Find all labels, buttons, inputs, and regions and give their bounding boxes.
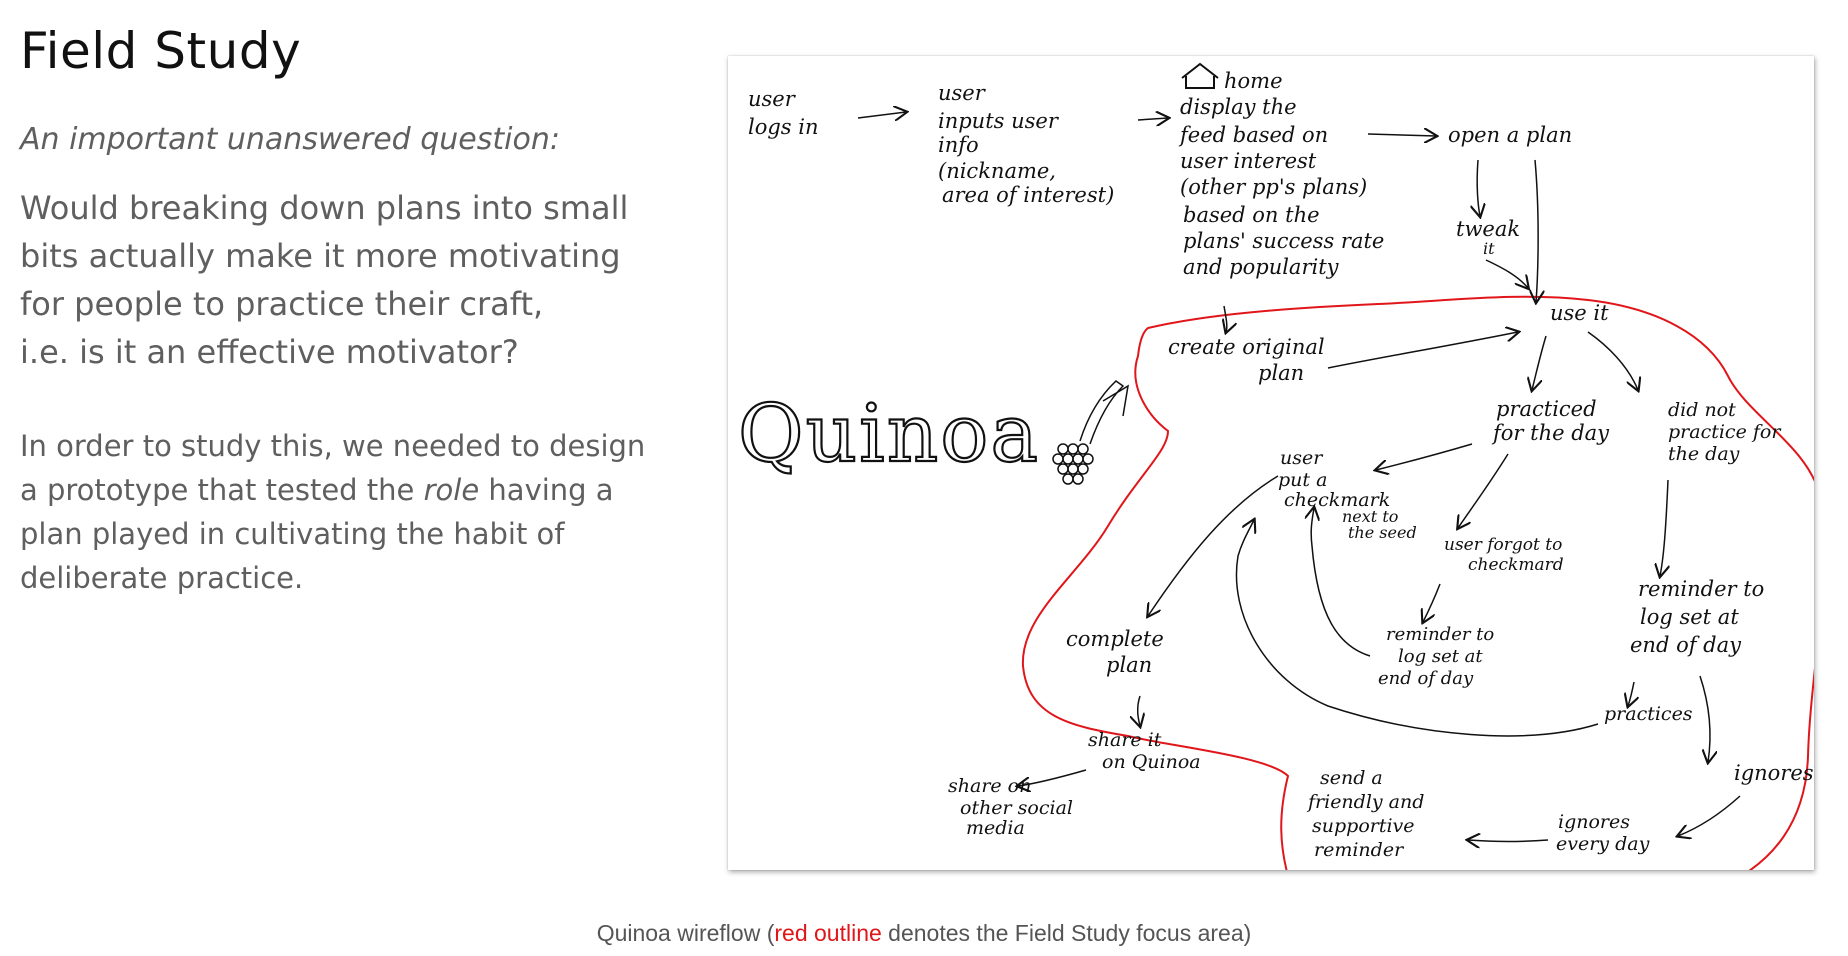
focus-area-outline	[1021, 295, 1814, 870]
caption-suffix: denotes the Field Study focus area)	[881, 920, 1252, 946]
quinoa-seed-icon	[1052, 380, 1130, 485]
quinoa-logo: Quinoa	[738, 387, 1040, 480]
study-line: In order to study this, we needed to des…	[20, 429, 646, 463]
question-line: i.e. is it an effective motivator?	[20, 333, 519, 371]
node-practices: practices	[1604, 703, 1693, 725]
question-line: bits actually make it more motivating	[20, 237, 621, 275]
question-label: An important unanswered question:	[20, 122, 560, 157]
question-line: Would breaking down plans into small	[20, 189, 629, 227]
page-title: Field Study	[20, 22, 302, 80]
node-ignores: ignores	[1734, 761, 1814, 785]
question-line: for people to practice their craft,	[20, 285, 544, 323]
node-home: home	[1224, 69, 1283, 93]
study-line: a prototype that tested the role having …	[20, 468, 630, 512]
study-text: having a	[479, 473, 614, 507]
research-question: Would breaking down plans into small bit…	[20, 184, 630, 376]
study-description: In order to study this, we needed to des…	[20, 424, 646, 600]
study-line: plan played in cultivating the habit of	[20, 517, 565, 551]
figure-caption: Quinoa wireflow (red outline denotes the…	[0, 920, 1848, 947]
caption-prefix: Quinoa wireflow (	[596, 920, 775, 946]
study-line: deliberate practice.	[20, 561, 304, 595]
node-open-plan: open a plan	[1448, 123, 1572, 147]
study-emphasis: role	[423, 473, 480, 507]
study-text: a prototype that tested the	[20, 473, 424, 507]
caption-highlight: red outline	[774, 920, 882, 946]
home-icon	[1181, 62, 1219, 89]
node-use-it: use it	[1550, 301, 1609, 325]
flow-arrows	[857, 112, 1741, 842]
